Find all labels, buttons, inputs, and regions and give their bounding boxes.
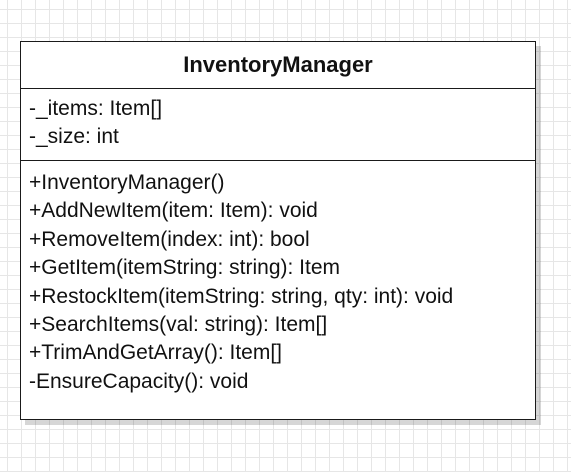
method-restock-item: +RestockItem(itemString: string, qty: in…: [29, 284, 454, 308]
method-get-item: +GetItem(itemString: string): Item: [29, 256, 341, 280]
method-remove-item: +RemoveItem(index: int): bool: [29, 227, 310, 251]
attribute-size: -_size: int: [29, 125, 119, 149]
method-trim-and-get-array: +TrimAndGetArray(): Item[]: [29, 341, 283, 365]
method-add-new-item: +AddNewItem(item: Item): void: [29, 199, 318, 223]
class-name: InventoryManager: [21, 42, 535, 89]
method-ensure-capacity: -EnsureCapacity(): void: [29, 369, 249, 393]
uml-class-box[interactable]: InventoryManager -_items: Item[] -_size:…: [20, 41, 536, 420]
method-constructor: +InventoryManager(): [29, 171, 225, 194]
attribute-items: -_items: Item[]: [29, 97, 163, 120]
attributes-section: -_items: Item[] -_size: int: [21, 89, 535, 161]
methods-section: +InventoryManager() +AddNewItem(item: It…: [21, 161, 535, 396]
method-search-items: +SearchItems(val: string): Item[]: [29, 313, 328, 337]
